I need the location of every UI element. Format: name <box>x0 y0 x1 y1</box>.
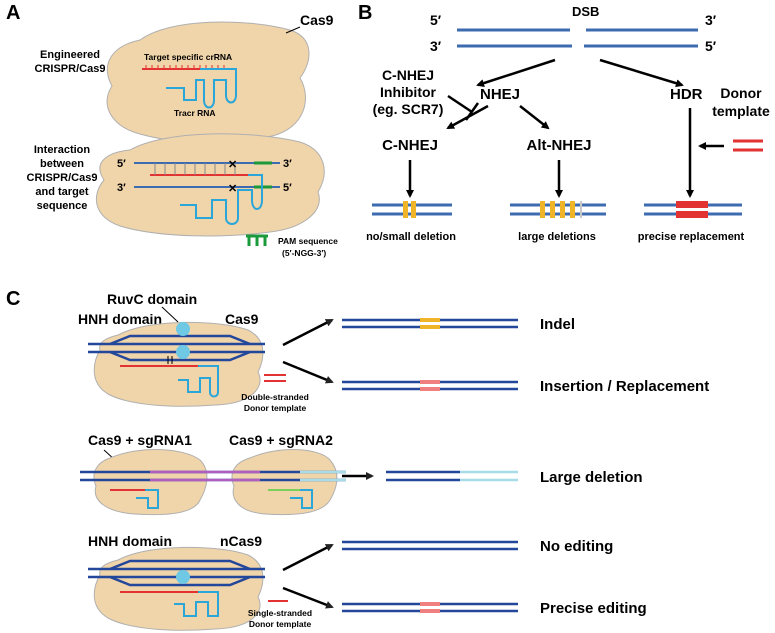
tracr-c1 <box>178 365 219 398</box>
dna-c1-bubble-top <box>109 334 251 346</box>
end-3prime-a1: 3′ <box>283 158 292 170</box>
sgrna1-label: Cas9 + sgRNA1 <box>88 432 192 448</box>
hnh-domain-c1 <box>176 345 190 359</box>
dsb-label: DSB <box>572 4 599 19</box>
donor-line1: Donor <box>720 85 762 101</box>
cas9-blob-c2a <box>93 449 208 516</box>
nhej-label: NHEJ <box>480 86 520 103</box>
arrow-c1-indel <box>282 318 334 347</box>
outcome-indel: Indel <box>540 316 575 333</box>
ruvc-pointer <box>161 306 179 323</box>
result-dna-no-editing <box>342 540 518 551</box>
ds-donor-line2: Donor template <box>244 403 307 413</box>
outcome-label-precise: precise replacement <box>638 231 745 243</box>
end-3prime-b2: 3′ <box>430 38 442 54</box>
end-5prime-b1: 5′ <box>430 12 442 28</box>
inhibitor-line1: C-NHEJ <box>382 67 434 83</box>
end-3prime-a2: 3′ <box>117 182 126 194</box>
ds-donor-line1: Double-stranded <box>241 392 309 402</box>
result-dna-precise <box>342 602 518 613</box>
sgrna2-label: Cas9 + sgRNA2 <box>229 432 333 448</box>
hnh-label-1: HNH domain <box>78 311 162 327</box>
dna-c3-bubble-bottom <box>109 575 251 587</box>
outcome-dna-small-deletion <box>372 201 452 218</box>
panel-a: Cas9 Engineered CRISPR/Cas9 Target speci… <box>27 12 339 258</box>
outcome-large-deletion: Large deletion <box>540 469 643 486</box>
inhibitor-line2: Inhibitor <box>380 84 437 100</box>
outcome-dna-large-deletion <box>510 201 606 218</box>
result-dna-large-deletion <box>386 470 518 482</box>
pam-legend-icon <box>246 234 268 246</box>
cas9-blob-top <box>106 21 310 144</box>
cas9-blob-c2b <box>231 449 338 516</box>
engineered-line1: Engineered <box>40 49 100 61</box>
tracr-c2a <box>136 489 159 509</box>
engineered-line2: CRISPR/Cas9 <box>35 63 106 75</box>
hnh-label-2: HNH domain <box>88 533 172 549</box>
cut-mark-top: ✕ <box>228 159 237 171</box>
tracr-c3 <box>174 591 219 617</box>
cnhej-label: C-NHEJ <box>382 137 438 154</box>
outcome-label-large: large deletions <box>518 231 596 243</box>
hnh-domain-c3 <box>176 570 190 584</box>
tracr-label: Tracr RNA <box>174 108 216 118</box>
arrow-dsb-nhej <box>476 58 556 87</box>
result-dna-insertion <box>342 380 518 391</box>
altnhej-label: Alt-NHEJ <box>526 137 591 154</box>
outcome-precise-editing: Precise editing <box>540 600 647 617</box>
arrow-nhej-altnhej <box>519 105 550 130</box>
arrow-c3-no-edit <box>282 543 334 572</box>
panel-c: RuvC domain HNH domain Cas9 Double-stran… <box>78 291 709 631</box>
outcome-label-small: no/small deletion <box>366 231 456 243</box>
ss-donor-line1: Single-stranded <box>248 608 312 618</box>
dna-c3-bubble-top <box>109 559 251 571</box>
panel-label-a: A <box>6 2 20 24</box>
ruvc-domain <box>176 322 190 336</box>
cas9-blob-bottom <box>96 133 325 237</box>
inhibitor-line3: (eg. SCR7) <box>373 101 444 117</box>
end-5prime-b2: 5′ <box>705 38 717 54</box>
outcome-no-editing: No editing <box>540 538 613 555</box>
panel-label-c: C <box>6 288 20 310</box>
tracr-rna-top <box>166 68 237 109</box>
ss-donor-line2: Donor template <box>249 619 312 629</box>
panel-b: DSB 5′ 3′ 3′ 5′ C-NHEJ Inhibitor (eg. SC… <box>366 4 770 243</box>
outcome-insertion: Insertion / Replacement <box>540 378 709 395</box>
tracr-c2b <box>290 489 313 509</box>
arrow-c3-precise <box>282 586 334 609</box>
cas9-label-a: Cas9 <box>300 12 334 28</box>
interaction-line2: between <box>40 158 84 170</box>
arrow-c1-insertion <box>282 360 334 384</box>
cut-mark-bottom: ✕ <box>228 183 237 195</box>
panel-label-b: B <box>358 2 372 24</box>
outcome-dna-replacement <box>644 201 742 218</box>
hdr-label: HDR <box>670 86 703 103</box>
end-5prime-a2: 5′ <box>283 182 292 194</box>
ncas9-label: nCas9 <box>220 533 262 549</box>
basepair-ticks <box>154 163 236 175</box>
end-3prime-b1: 3′ <box>705 12 717 28</box>
interaction-line1: Interaction <box>34 144 91 156</box>
tracr-rna-bottom <box>180 174 263 225</box>
result-dna-indel <box>342 318 518 329</box>
pam-legend-line2: (5′-NGG-3′) <box>282 248 326 258</box>
interaction-line3: CRISPR/Cas9 <box>27 172 98 184</box>
inhibition-line <box>447 94 473 114</box>
crrna-label: Target specific crRNA <box>144 52 232 62</box>
arrow-nhej-cnhej <box>446 104 489 130</box>
ruvc-label: RuvC domain <box>107 291 197 307</box>
interaction-line4: and target <box>35 186 89 198</box>
arrow-dsb-hdr <box>599 58 684 88</box>
cas9-label-c: Cas9 <box>225 311 259 327</box>
dna-c1-bubble-bottom <box>109 350 251 362</box>
cas9-pointer <box>285 26 301 34</box>
interaction-line5: sequence <box>37 200 88 212</box>
pam-legend-line1: PAM sequence <box>278 236 338 246</box>
end-5prime-a1: 5′ <box>117 158 126 170</box>
donor-line2: template <box>712 103 770 119</box>
